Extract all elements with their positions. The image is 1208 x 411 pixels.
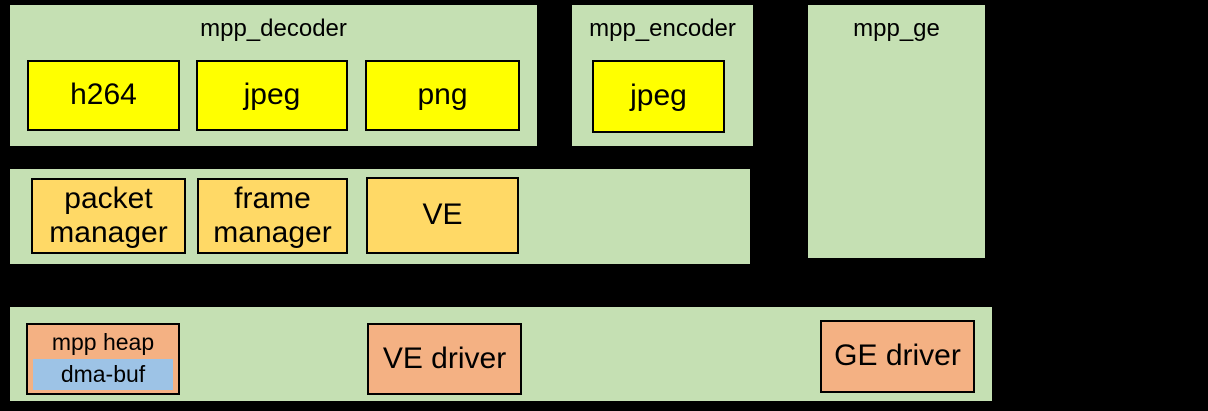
mpp-ge-container: mpp_ge [806,3,987,260]
core-module-packet-manager-label: packet manager [49,181,168,250]
driver-module-ve-driver: VE driver [367,323,522,395]
encoder-module-jpeg: jpeg [592,60,725,133]
decoder-module-jpeg-label: jpeg [243,78,301,112]
core-layer-container: packet manager frame manager VE [8,167,752,266]
core-module-ve-label: VE [422,198,463,232]
driver-layer-container: mpp heap dma-buf VE driver GE driver [8,305,994,403]
mpp-decoder-title: mpp_decoder [200,15,347,42]
mpp-encoder-title: mpp_encoder [589,15,736,42]
ge-driver-label: GE driver [834,339,961,373]
mpp-ge-title: mpp_ge [853,15,940,42]
dma-buf-box: dma-buf [33,359,173,390]
mpp-encoder-container: mpp_encoder jpeg [570,3,755,148]
dma-buf-label: dma-buf [60,361,146,388]
decoder-module-h264: h264 [27,60,180,131]
mpp-heap-label: mpp heap [51,328,155,355]
decoder-module-jpeg: jpeg [196,60,348,131]
core-module-frame-manager-label: frame manager [213,181,332,250]
driver-module-ge-driver: GE driver [820,320,975,393]
core-module-frame-manager: frame manager [197,178,348,254]
core-module-packet-manager: packet manager [31,178,186,254]
mpp-decoder-container: mpp_decoder h264 jpeg png [8,3,539,148]
driver-module-mpp-heap: mpp heap dma-buf [26,323,180,395]
core-module-ve: VE [366,177,519,254]
decoder-module-png-label: png [417,78,468,112]
decoder-module-h264-label: h264 [70,78,137,112]
ve-driver-label: VE driver [382,341,507,375]
encoder-module-jpeg-label: jpeg [630,79,687,113]
decoder-module-png: png [365,60,520,131]
